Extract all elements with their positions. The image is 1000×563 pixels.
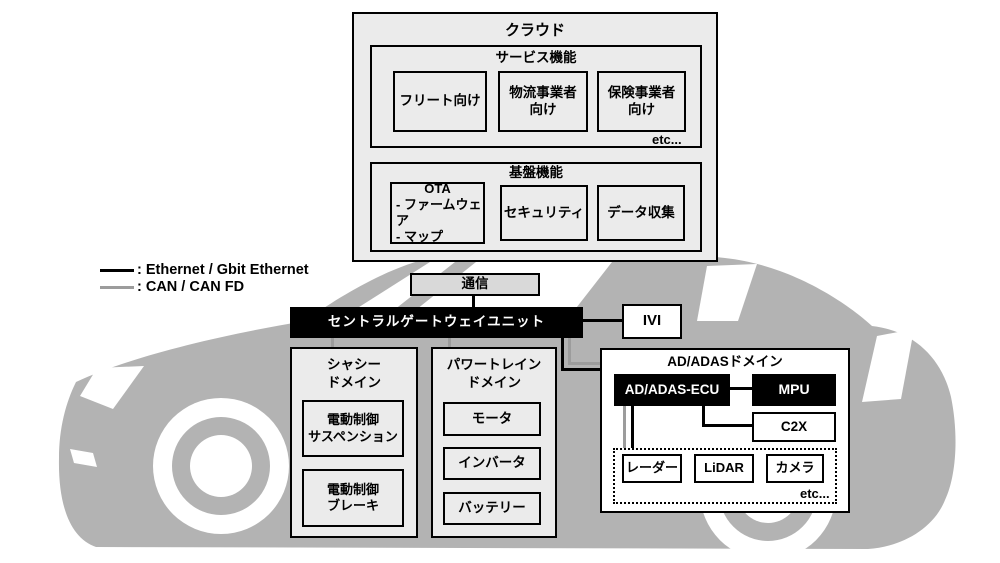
chassis-suspension-box: 電動制御 サスペンション [302,400,404,457]
service-etc-label: etc... [652,132,682,147]
sensor-lidar-box: LiDAR [694,454,754,483]
legend-ethernet-label: : Ethernet / Gbit Ethernet [137,262,309,278]
front-hub [190,435,252,497]
ecu-mpu-ethernet-line [730,387,752,390]
adas-ecu-box: AD/ADAS-ECU [614,374,730,406]
ota-title: OTA [424,180,451,196]
sensor-etc-label: etc... [800,486,830,501]
comm-gateway-ethernet-line [472,295,475,308]
powertrain-motor-box: モータ [443,402,541,436]
platform-functions-title: 基盤機能 [509,165,563,180]
comm-box: 通信 [410,273,540,296]
platform-ota-box: OTA - ファームウェア - マップ [390,180,485,245]
powertrain-battery-box: バッテリー [443,492,541,525]
bumper-notch [70,449,97,467]
central-gateway-unit-box: セントラルゲートウェイユニット [290,307,583,338]
powertrain-inverter-box: インバータ [443,447,541,480]
service-fleet-box: フリート向け [393,71,487,132]
ota-details: - ファームウェア - マップ [396,196,482,245]
sensor-radar-box: レーダー [622,454,682,483]
chassis-brake-box: 電動制御 ブレーキ [302,469,404,527]
headlight [80,366,144,409]
adas-domain-title: AD/ADASドメイン [667,354,783,369]
rear-windshield-window [862,329,914,402]
gateway-ivi-ethernet-line [583,319,622,322]
gateway-chassis-can-line [331,338,334,348]
can-line-swatch [100,285,134,289]
ecu-c2x-ethernet-line-v [702,406,705,427]
ivi-box: IVI [622,304,682,339]
ecu-sensor-ethernet-line [631,406,634,448]
ecu-sensor-can-line [623,406,626,448]
legend-can-label: : CAN / CAN FD [137,279,245,295]
legend-ethernet: : Ethernet / Gbit Ethernet [100,262,309,278]
ecu-c2x-ethernet-line-h [702,424,752,427]
gateway-adas-can-line-v [568,338,571,365]
service-insurance-box: 保険事業者 向け [597,71,686,132]
powertrain-domain-title: パワートレイン ドメイン [446,357,542,390]
cloud-title: クラウド [504,22,565,39]
rear-door-window [697,264,757,321]
legend-can: : CAN / CAN FD [100,279,244,295]
platform-datacollection-box: データ収集 [597,185,685,241]
gateway-powertrain-can-line [448,338,451,348]
gateway-adas-ethernet-line-h [561,368,600,371]
sensor-camera-box: カメラ [766,454,824,483]
mpu-box: MPU [752,374,836,406]
gateway-adas-ethernet-line-v [561,338,564,371]
platform-security-box: セキュリティ [500,185,588,241]
c2x-box: C2X [752,412,836,442]
ethernet-line-swatch [100,268,134,272]
gateway-adas-can-line-h [568,362,600,365]
service-functions-title: サービス機能 [495,50,577,65]
chassis-domain-title: シャシー ドメイン [327,357,381,390]
service-logistics-box: 物流事業者 向け [498,71,588,132]
